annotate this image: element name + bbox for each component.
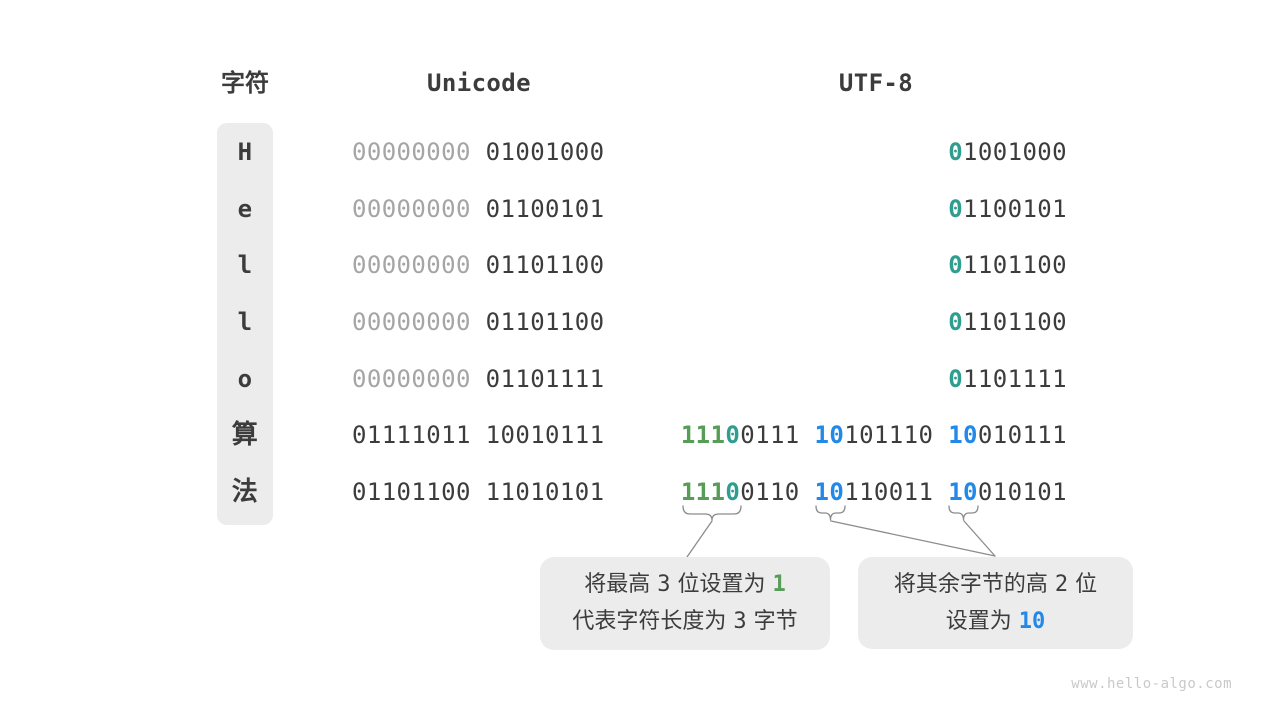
text-segment: 10 — [1018, 609, 1046, 634]
text-segment: 10 — [948, 478, 978, 507]
text-segment: 1101100 — [963, 251, 1067, 280]
callout-continuation-byte-rule: 将其余字节的高 2 位 设置为 10 — [858, 557, 1133, 649]
text-segment: 01101100 — [485, 251, 605, 280]
text-segment: 111 — [680, 421, 726, 450]
text-segment: 00000000 — [352, 308, 471, 336]
text-segment: 0 — [948, 194, 964, 223]
text-segment: 0111 — [740, 421, 800, 450]
unicode-bits-2: 00000000 01101100 — [352, 250, 604, 280]
underbrace-third-byte-icon — [948, 505, 979, 521]
text-segment: 01101100 — [352, 478, 471, 507]
text-segment: 01100101 — [485, 194, 605, 223]
text-segment: 1001000 — [963, 138, 1067, 166]
connector-line-third-byte — [963, 520, 996, 557]
text-segment: 0 — [725, 478, 741, 507]
text-segment: 1 — [772, 572, 786, 597]
text-segment: 10 — [814, 421, 845, 450]
watermark: www.hello-algo.com — [1071, 676, 1232, 692]
connector-line-first-callout — [686, 520, 713, 558]
unicode-bits-6: 01101100 11010101 — [352, 477, 604, 507]
callout-line: 将其余字节的高 2 位 — [858, 566, 1133, 603]
text-segment: 代表字符长度为 — [572, 609, 734, 634]
text-segment: 010111 — [977, 421, 1067, 450]
unicode-bits-1: 00000000 01100101 — [352, 194, 604, 224]
underbrace-second-byte-icon — [815, 505, 846, 521]
text-segment: 01101100 — [485, 308, 605, 336]
text-segment: 1100101 — [963, 194, 1067, 223]
text-segment: 将其余字节的高 — [893, 572, 1055, 597]
callout-first-byte-rule: 将最高 3 位设置为 1 代表字符长度为 3 字节 — [540, 557, 830, 650]
text-segment: 00000000 — [352, 364, 471, 393]
text-segment: 0 — [948, 308, 964, 336]
text-segment: 00000000 — [352, 194, 471, 223]
utf8-bits-5: 11100111 10101110 10010111 — [681, 420, 1067, 450]
text-segment: 3 — [733, 609, 747, 634]
text-segment: 1101100 — [963, 308, 1067, 336]
callout-line: 代表字符长度为 3 字节 — [540, 603, 830, 640]
column-header-char: 字符 — [221, 69, 269, 97]
unicode-bits-0: 00000000 01001000 — [352, 137, 604, 167]
callout-line: 设置为 10 — [858, 603, 1133, 640]
unicode-bits-4: 00000000 01101111 — [352, 364, 604, 394]
text-segment: 110011 — [844, 478, 934, 507]
utf8-bits-1: 01100101 — [948, 194, 1067, 224]
char-label-6: 法 — [231, 477, 259, 508]
text-segment: 01101111 — [485, 364, 605, 393]
text-segment: 111 — [680, 478, 726, 507]
text-segment: 0110 — [740, 478, 800, 507]
text-segment: 0 — [948, 364, 964, 393]
text-segment: 01001000 — [485, 138, 605, 166]
text-segment: 字节 — [746, 609, 798, 634]
text-segment: 1101111 — [963, 364, 1067, 393]
callout-line: 将最高 3 位设置为 1 — [540, 566, 830, 603]
text-segment: 00000000 — [352, 251, 471, 280]
character-column-background — [217, 123, 273, 525]
text-segment: 设置为 — [945, 609, 1019, 634]
char-label-1: e — [237, 194, 253, 223]
text-segment: 位 — [1068, 572, 1098, 597]
column-header-utf8: UTF-8 — [838, 69, 914, 97]
column-header-unicode: Unicode — [427, 69, 531, 97]
utf8-bits-3: 01101100 — [948, 307, 1067, 337]
text-segment: 0 — [725, 421, 741, 450]
char-label-5: 算 — [231, 420, 259, 451]
char-label-2: l — [237, 251, 253, 280]
text-segment: 3 — [657, 572, 671, 597]
unicode-bits-3: 00000000 01101100 — [352, 307, 604, 337]
utf8-bits-4: 01101111 — [948, 364, 1067, 394]
char-label-3: l — [237, 308, 253, 336]
text-segment: 2 — [1054, 572, 1069, 597]
utf8-bits-6: 11100110 10110011 10010101 — [681, 477, 1067, 507]
text-segment: 0 — [948, 138, 964, 166]
text-segment: 将最高 — [584, 572, 658, 597]
text-segment: 01111011 — [352, 421, 471, 450]
text-segment: 00000000 — [352, 138, 471, 166]
unicode-bits-5: 01111011 10010111 — [352, 420, 604, 450]
text-segment: 101110 — [844, 421, 934, 450]
utf8-bits-2: 01101100 — [948, 250, 1067, 280]
underbrace-first-byte-icon — [682, 505, 742, 521]
text-segment: 10010111 — [485, 421, 605, 450]
utf8-bits-0: 01001000 — [948, 137, 1067, 167]
connector-line-second-byte — [830, 520, 996, 557]
text-segment: 10 — [948, 421, 978, 450]
text-segment: 010101 — [977, 478, 1067, 507]
text-segment: 11010101 — [485, 478, 605, 507]
char-label-0: H — [237, 138, 253, 166]
text-segment: 10 — [814, 478, 845, 507]
text-segment: 位设置为 — [670, 572, 773, 597]
text-segment: 0 — [948, 251, 964, 280]
char-label-4: o — [237, 364, 253, 393]
